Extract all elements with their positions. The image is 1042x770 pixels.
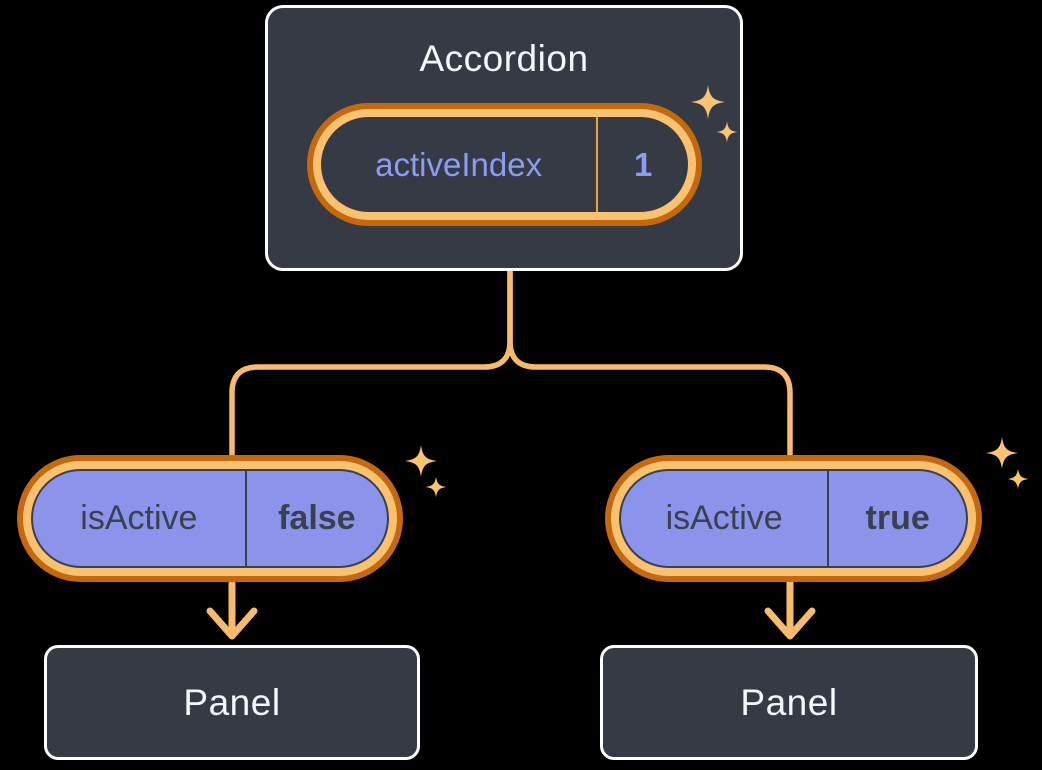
panel-box-left: Panel: [44, 645, 420, 760]
state-value-label: 1: [633, 145, 653, 183]
prop-pill-isactive-false: isActive false: [17, 455, 403, 582]
prop-pill-ring: isActive false: [23, 461, 397, 576]
state-pill-ring: activeIndex 1: [313, 109, 696, 220]
connector-accordion-to-right-pill: [507, 268, 793, 463]
panel-box-right: Panel: [600, 645, 978, 760]
sparkle-icon: [986, 437, 1029, 490]
pill-divider: [827, 471, 830, 566]
arrow-right-pill-to-panel: [764, 578, 816, 640]
sparkle-icon: [405, 445, 447, 498]
pill-divider: [244, 471, 247, 566]
accordion-title: Accordion: [419, 38, 589, 79]
panel-title: Panel: [183, 681, 281, 723]
panel-title: Panel: [740, 681, 838, 723]
state-name-label: activeIndex: [375, 145, 543, 183]
prop-name-label: isActive: [665, 499, 783, 537]
prop-value-label: false: [278, 499, 356, 537]
connector-accordion-to-left-pill: [229, 268, 513, 463]
prop-value-label: true: [865, 499, 930, 537]
prop-pill-isactive-true: isActive true: [605, 455, 982, 582]
prop-name-label: isActive: [80, 499, 198, 537]
prop-pill-ring: isActive true: [611, 461, 976, 576]
state-pill-activeindex: activeIndex 1: [307, 103, 702, 226]
pill-divider: [596, 117, 599, 212]
arrow-left-pill-to-panel: [206, 578, 258, 640]
